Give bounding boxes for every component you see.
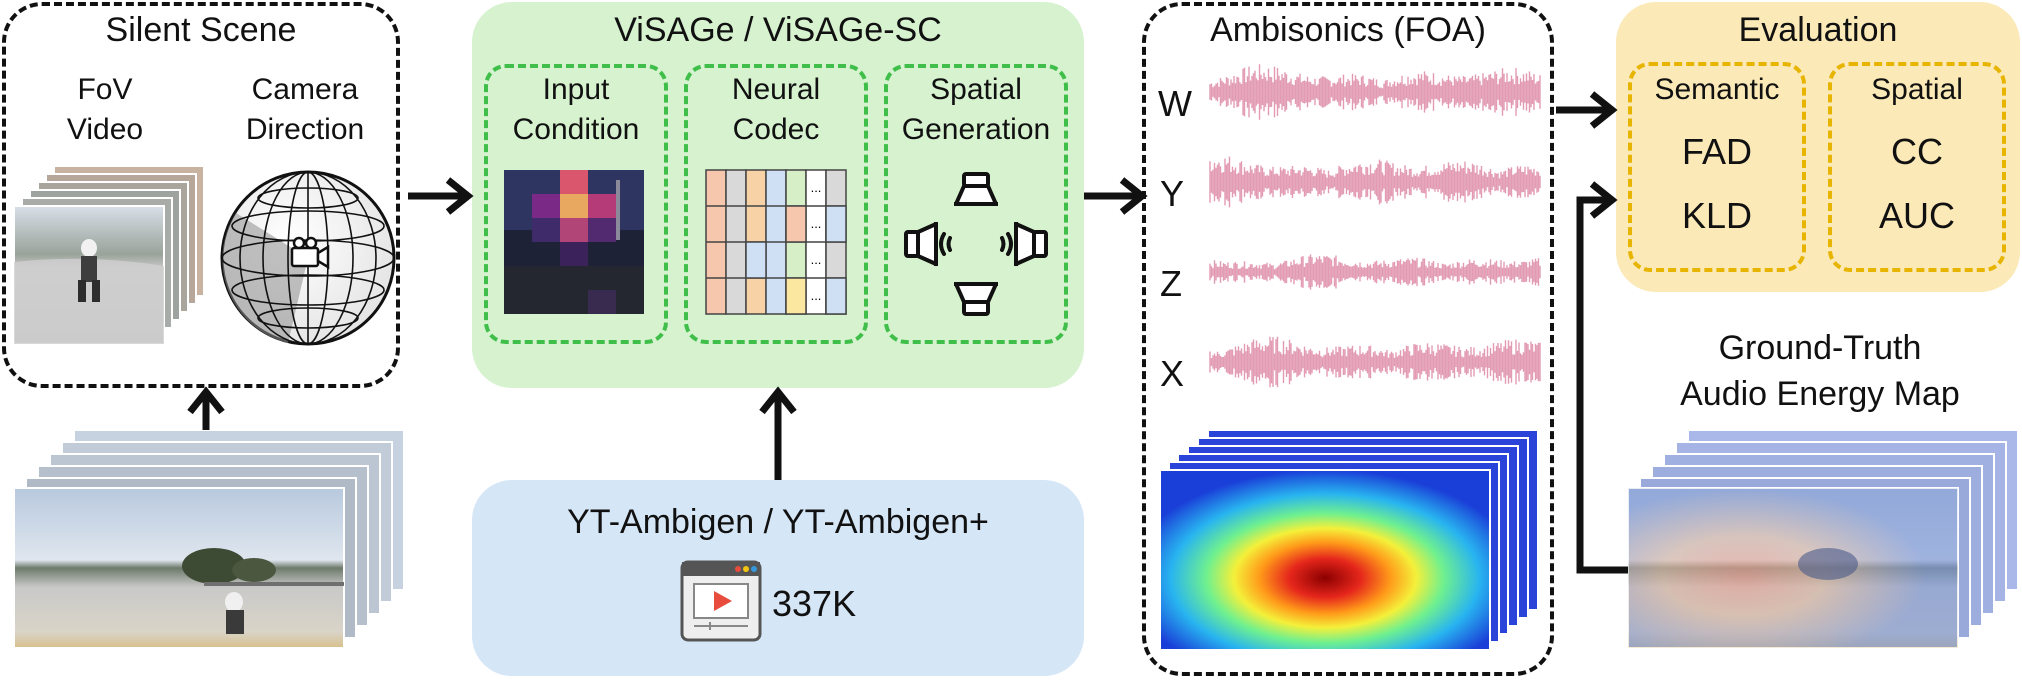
dataset-panel <box>472 480 1084 676</box>
input-label-2: Condition <box>512 113 640 146</box>
ambisonics-title: Ambisonics (FOA) <box>1210 11 1486 49</box>
spatial-title: Spatial <box>1871 73 1963 106</box>
metric-auc: AUC <box>1878 195 1955 236</box>
codec-label-2: Codec <box>732 113 820 146</box>
svg-text:...: ... <box>811 288 822 303</box>
panorama-stack <box>13 429 405 649</box>
spatial-label-1: Spatial <box>930 73 1022 106</box>
surround-speakers-icon <box>904 172 1048 316</box>
semantic-title: Semantic <box>1654 73 1780 106</box>
channel-y-label: Y <box>1160 173 1185 214</box>
silent-scene-box <box>2 2 400 388</box>
model-title: ViSAGe / ViSAGe-SC <box>614 11 942 49</box>
channel-x-label: X <box>1160 353 1185 394</box>
waveform-w <box>1209 64 1541 120</box>
dataset-title: YT-Ambigen / YT-Ambigen+ <box>567 503 989 541</box>
ground-truth-label-1: Ground-Truth <box>1718 329 1922 367</box>
fov-label-2: Video <box>66 113 144 146</box>
channel-w-label: W <box>1158 83 1192 124</box>
channel-z-label: Z <box>1160 263 1182 304</box>
metric-fad: FAD <box>1681 131 1752 172</box>
ground-truth-energy-stack <box>1627 429 2019 649</box>
evaluation-title: Evaluation <box>1738 11 1898 49</box>
svg-text:...: ... <box>811 216 822 231</box>
metric-cc: CC <box>1891 131 1943 172</box>
camera-label-1: Camera <box>251 73 359 106</box>
fov-video-stack <box>13 165 205 345</box>
dataset-count: 337K <box>772 583 857 624</box>
input-condition-box <box>484 64 668 344</box>
input-label-1: Input <box>542 73 610 106</box>
spatial-label-2: Generation <box>901 113 1051 146</box>
neural-codec-box <box>684 64 868 344</box>
foa-waveforms <box>1209 64 1541 388</box>
ground-truth-label-2: Audio Energy Map <box>1680 375 1960 413</box>
spatial-generation-box <box>884 64 1068 344</box>
video-player-icon <box>680 560 762 642</box>
waveform-z <box>1209 254 1541 290</box>
svg-text:...: ... <box>811 180 822 195</box>
input-condition-heatmap <box>504 170 644 314</box>
fov-label-1: FoV <box>77 73 133 106</box>
ambisonics-box <box>1142 2 1554 676</box>
metric-kld: KLD <box>1681 195 1753 236</box>
codec-label-1: Neural <box>731 73 821 106</box>
evaluation-panel <box>1616 2 2020 292</box>
svg-text:...: ... <box>811 252 822 267</box>
waveform-y <box>1209 156 1541 208</box>
semantic-metrics-box <box>1628 62 1806 272</box>
camera-icon <box>290 236 330 270</box>
spatial-metrics-box <box>1828 62 2006 272</box>
camera-label-2: Direction <box>245 113 365 146</box>
silent-scene-title: Silent Scene <box>105 11 297 49</box>
camera-direction-sphere <box>220 170 396 346</box>
waveform-x <box>1209 336 1541 388</box>
neural-codec-grid: ... ... ... ... <box>705 169 847 315</box>
foa-energy-map-stack <box>1159 429 1539 651</box>
